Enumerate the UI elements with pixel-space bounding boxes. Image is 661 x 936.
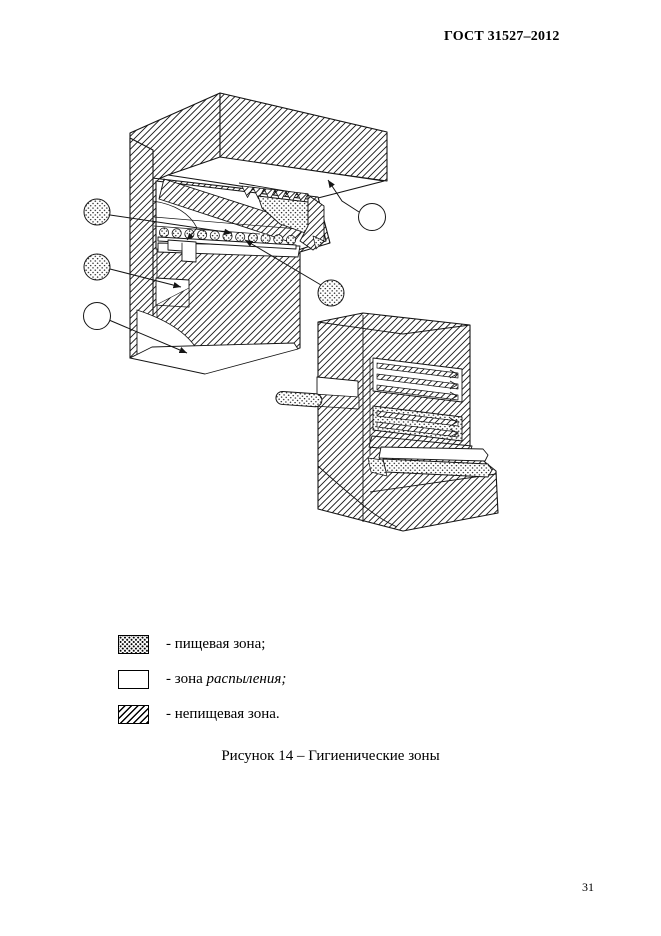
nose-wedge (299, 194, 325, 251)
leader-spray-2 (327, 179, 360, 213)
food-zone-marker-3 (317, 279, 345, 307)
lower-machine-view (275, 312, 499, 532)
legend-item-nonfood-zone: - непищевая зона. (118, 704, 286, 724)
food-zone-swatch (118, 634, 149, 654)
leader-food-1 (109, 214, 233, 236)
feed-rod-food-zone (275, 390, 323, 408)
food-zone-marker-1 (83, 198, 111, 226)
chute-spray-zone (378, 446, 489, 462)
leader-spray-1 (108, 319, 188, 354)
figure-legend: - пищевая зона; - зона распыления; - неп… (118, 634, 286, 739)
spray-zone-swatch (118, 669, 149, 689)
legend-item-spray-zone: - зона распыления; (118, 669, 286, 689)
figure-caption: Рисунок 14 – Гигиенические зоны (221, 748, 440, 764)
spray-zone-marker-2 (358, 203, 386, 231)
leader-food-3 (244, 239, 322, 286)
legend-item-food-zone: - пищевая зона; (118, 634, 286, 654)
document-header: ГОСТ 31527–2012 (444, 29, 560, 44)
canopy-right-face (219, 92, 388, 182)
hygiene-zones-diagram (83, 92, 499, 532)
leader-food-2 (109, 268, 182, 289)
nonfood-zone-swatch (118, 704, 149, 724)
nonfood-zone-label: - непищевая зона. (166, 705, 280, 722)
food-zone-area (257, 195, 309, 235)
food-zone-label: - пищевая зона; (166, 635, 266, 652)
zone-callouts (83, 179, 386, 354)
bottom-flange (129, 342, 299, 375)
upper-machine-view (129, 92, 388, 375)
scallop-elements (158, 227, 296, 245)
page-number: 31 (582, 880, 594, 894)
spray-zone-label: - зона распыления; (166, 670, 287, 687)
spray-zone-marker-1 (83, 302, 111, 330)
food-zone-marker-2 (83, 253, 111, 281)
rack-teeth (241, 185, 309, 205)
